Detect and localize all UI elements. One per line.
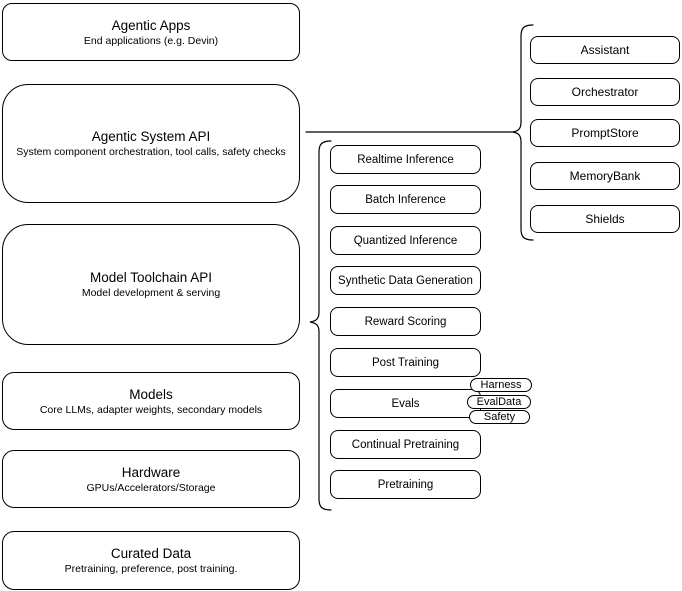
node-title: Curated Data [110, 546, 192, 561]
node-orchestrator: Orchestrator [530, 78, 680, 106]
node-shields: Shields [530, 205, 680, 233]
node-title: Hardware [121, 464, 181, 480]
node-agentic-system-api: Agentic System API System component orch… [2, 84, 300, 203]
node-title: Agentic System API [91, 129, 211, 144]
node-hardware: Hardware GPUs/Accelerators/Storage [2, 450, 300, 508]
eval-tag-safety: Safety [469, 410, 530, 424]
node-subtitle: GPUs/Accelerators/Storage [86, 481, 216, 494]
node-memorybank: MemoryBank [530, 162, 680, 190]
node-batch-inference: Batch Inference [330, 185, 481, 214]
node-realtime-inference: Realtime Inference [330, 145, 481, 174]
node-evals: Evals [330, 389, 481, 418]
node-curated-data: Curated Data Pretraining, preference, po… [2, 531, 300, 590]
node-models: Models Core LLMs, adapter weights, secon… [2, 372, 300, 430]
node-subtitle: End applications (e.g. Devin) [83, 34, 219, 47]
node-quantized-inference: Quantized Inference [330, 226, 481, 255]
eval-tag-evaldata: EvalData [467, 395, 531, 409]
node-title: Models [129, 386, 173, 402]
node-subtitle: Pretraining, preference, post training. [64, 563, 238, 575]
node-assistant: Assistant [530, 36, 680, 64]
node-continual-pretraining: Continual Pretraining [330, 430, 481, 459]
node-pretraining: Pretraining [330, 470, 481, 499]
node-subtitle: System component orchestration, tool cal… [16, 146, 286, 158]
node-model-toolchain-api: Model Toolchain API Model development & … [2, 224, 300, 345]
node-subtitle: Core LLMs, adapter weights, secondary mo… [39, 403, 263, 416]
node-post-training: Post Training [330, 348, 481, 377]
node-agentic-apps: Agentic Apps End applications (e.g. Devi… [2, 3, 300, 61]
node-subtitle: Model development & serving [81, 287, 221, 299]
node-promptstore: PromptStore [530, 119, 680, 147]
node-title: Model Toolchain API [89, 270, 213, 285]
eval-tag-harness: Harness [470, 378, 532, 392]
node-synthetic-data-generation: Synthetic Data Generation [330, 266, 481, 295]
toolchain-brace [309, 140, 332, 511]
node-title: Agentic Apps [111, 17, 191, 33]
node-reward-scoring: Reward Scoring [330, 307, 481, 336]
